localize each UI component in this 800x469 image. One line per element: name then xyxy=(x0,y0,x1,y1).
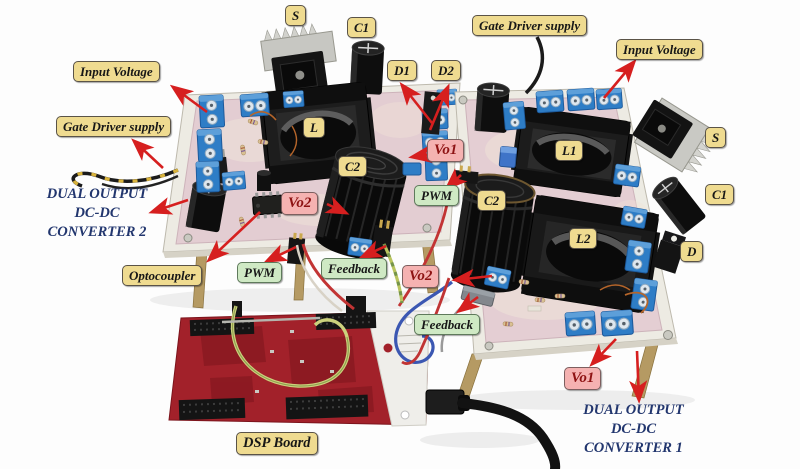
arrow-gate-driver-left xyxy=(131,138,164,169)
label-gate-driver-left: Gate Driver supply xyxy=(56,116,172,137)
dsp-headers xyxy=(178,296,377,421)
arrow-converter1 xyxy=(629,350,648,404)
label-pwm-bottom: PWM xyxy=(237,262,283,283)
arrow-converter2 xyxy=(148,197,189,215)
arrow-d1 xyxy=(399,81,434,124)
label-switch-left: S xyxy=(285,5,307,26)
label-input-voltage-right: Input Voltage xyxy=(616,39,703,60)
capacitor-c1-right xyxy=(652,176,706,236)
annotation-converter-1: DUAL OUTPUT DC-DC CONVERTER 1 xyxy=(556,401,711,458)
usb-cable xyxy=(457,398,561,469)
label-vo1-right: Vo1 xyxy=(564,367,602,390)
dsp-usb-section xyxy=(366,310,430,427)
annotation-line: DUAL OUTPUT xyxy=(46,186,148,202)
label-c1-right: C1 xyxy=(705,184,735,205)
label-inductor-l: L xyxy=(303,117,325,138)
label-l2: L2 xyxy=(569,228,598,249)
label-d1: D1 xyxy=(387,60,417,81)
ti-logo xyxy=(383,343,393,353)
label-d2: D2 xyxy=(431,60,461,81)
ic-blue xyxy=(498,146,518,168)
label-switch-right: S xyxy=(705,127,727,148)
arrow-input-voltage-right xyxy=(603,59,637,99)
arrow-feedback-bottom xyxy=(358,240,387,259)
arrow-optocoupler xyxy=(206,211,261,263)
arrow-vo1-right xyxy=(589,338,617,367)
standoff-leg xyxy=(631,340,660,399)
label-feedback-right: Feedback xyxy=(414,314,480,335)
annotation-line: DUAL OUTPUT xyxy=(583,402,684,418)
arrow-vo2-left xyxy=(324,196,350,215)
label-c1-left: C1 xyxy=(347,17,377,38)
label-feedback-bottom: Feedback xyxy=(321,258,387,279)
annotation-converter-2: DUAL OUTPUT DC-DC CONVERTER 2 xyxy=(22,185,172,242)
label-input-voltage-left: Input Voltage xyxy=(73,61,160,82)
heatsink-switch-right xyxy=(632,97,720,173)
label-vo1-left: Vo1 xyxy=(427,139,465,162)
arrow-pwm-bottom xyxy=(263,244,297,263)
capacitor-tiny xyxy=(257,170,271,191)
label-pwm-mid: PWM xyxy=(414,185,460,206)
label-l1: L1 xyxy=(555,140,584,161)
arrow-vo2-right xyxy=(451,268,493,287)
label-c2-left: C2 xyxy=(338,156,368,177)
converter-1-assembly xyxy=(450,82,720,407)
annotation-arrows xyxy=(131,59,648,404)
label-gate-driver-right: Gate Driver supply xyxy=(472,15,588,36)
label-c2-right: C2 xyxy=(477,190,507,211)
label-vo2-right: Vo2 xyxy=(402,265,440,288)
capacitor-input xyxy=(474,82,510,133)
label-optocoupler: Optocoupler xyxy=(122,265,203,286)
annotation-line: CONVERTER 1 xyxy=(584,440,683,456)
wires xyxy=(71,36,545,388)
label-vo2-left: Vo2 xyxy=(281,192,319,215)
annotation-line: CONVERTER 2 xyxy=(47,224,147,240)
optocoupler-ic xyxy=(252,191,284,219)
arrow-feedback-right xyxy=(455,292,481,314)
arrow-input-voltage-left xyxy=(169,84,208,114)
acrylic-edge xyxy=(474,338,678,360)
inductor-l2 xyxy=(519,194,661,314)
label-dsp-board: DSP Board xyxy=(236,432,318,455)
arrow-d2 xyxy=(428,83,450,131)
annotation-line: DC-DC xyxy=(610,421,657,437)
converter-2-assembly xyxy=(162,23,461,309)
annotation-line: DC-DC xyxy=(74,205,120,221)
label-diode-d: D xyxy=(680,241,704,262)
